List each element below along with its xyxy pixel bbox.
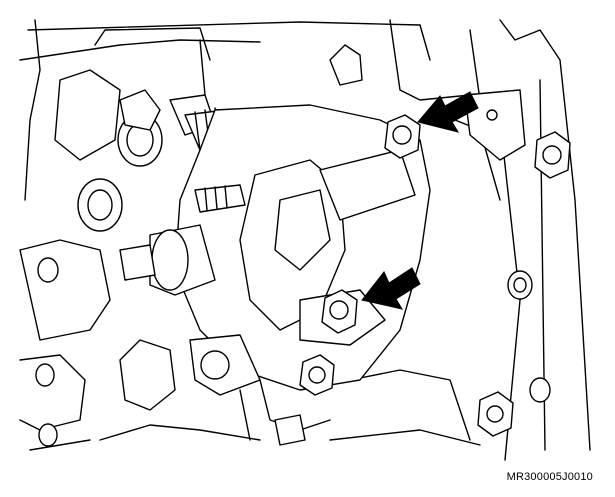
upper-bolt xyxy=(384,114,421,159)
upper-bolt-arrow xyxy=(417,91,479,133)
figure-reference-code: MR300005J0010 xyxy=(506,471,593,483)
fuel-pump-body xyxy=(119,104,431,446)
mounting-bracket xyxy=(464,89,526,161)
bottom-right-bolt xyxy=(477,391,514,437)
lower-bolt xyxy=(321,289,358,334)
right-bolt xyxy=(534,131,571,179)
bottom-center-bolt xyxy=(299,354,335,396)
lower-bolt-arrow xyxy=(361,267,421,310)
